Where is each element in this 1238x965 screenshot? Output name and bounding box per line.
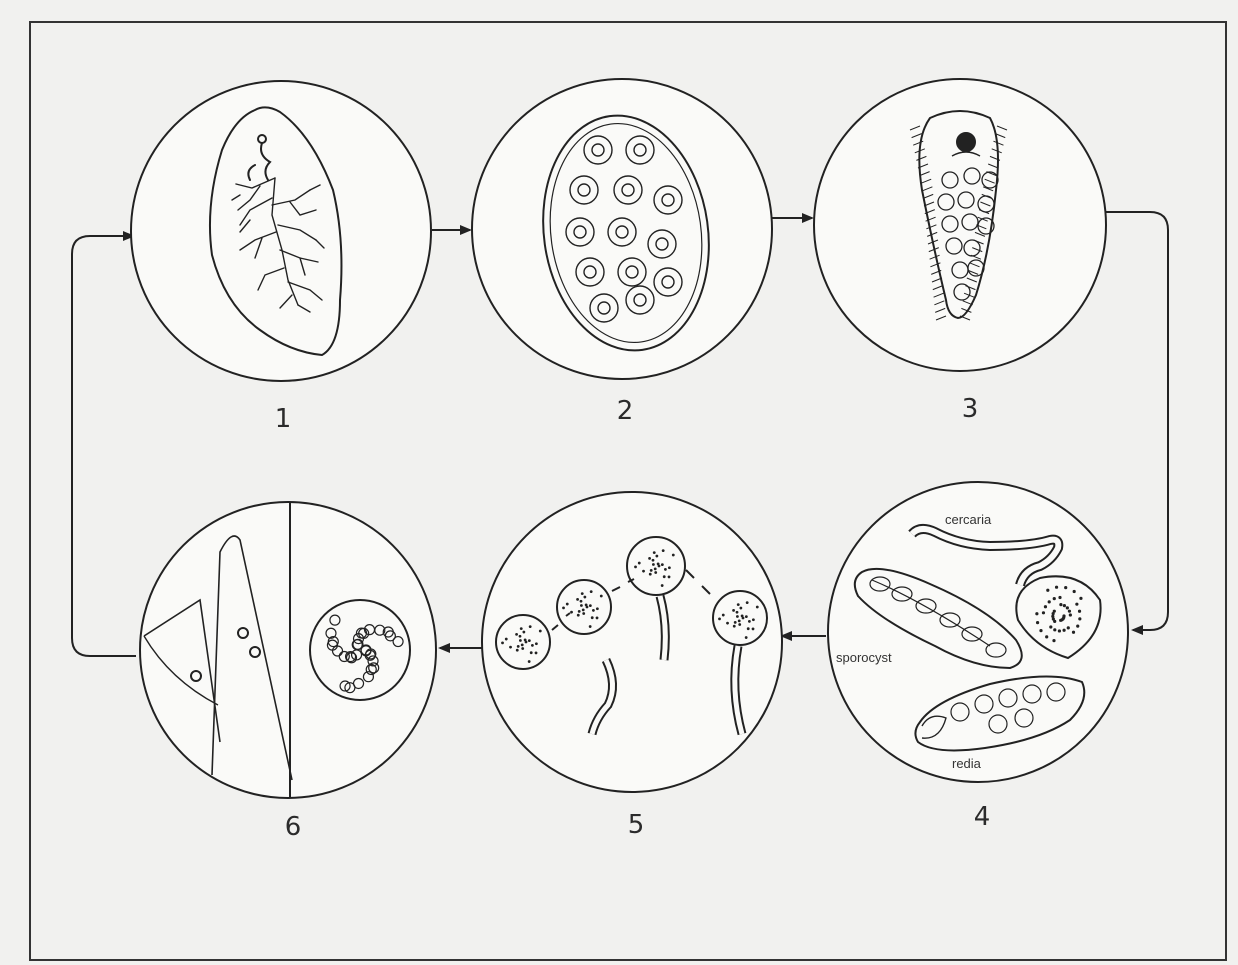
stage-6-circle bbox=[140, 502, 436, 798]
stage-1-number: 1 bbox=[275, 404, 292, 434]
stage-6-number: 6 bbox=[285, 812, 302, 842]
stage-4-number: 4 bbox=[974, 802, 991, 832]
sporocyst-label: sporocyst bbox=[836, 650, 892, 665]
redia-label: redia bbox=[952, 756, 981, 771]
stage-3-number: 3 bbox=[962, 394, 979, 424]
stage-2-number: 2 bbox=[617, 396, 634, 426]
cercaria-label: cercaria bbox=[945, 512, 991, 527]
stage-3-circle bbox=[814, 79, 1106, 371]
stage-5-number: 5 bbox=[628, 810, 645, 840]
arrow-6-to-1 bbox=[72, 236, 136, 656]
stage-1-circle bbox=[131, 81, 431, 381]
stage-circles bbox=[131, 79, 1128, 798]
